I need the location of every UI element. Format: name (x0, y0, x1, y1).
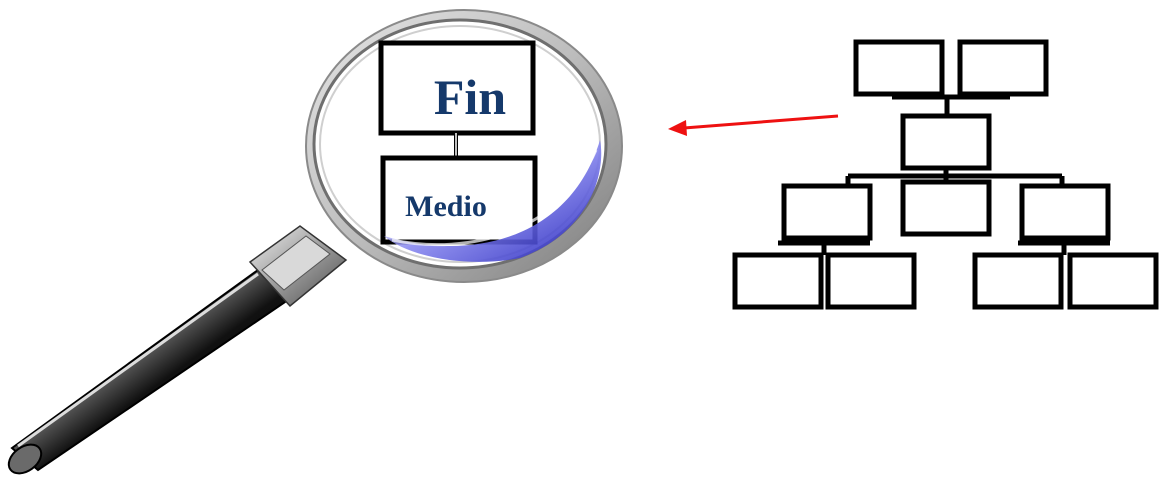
lens-label-bottom: Medio (405, 190, 487, 223)
pointer-arrow (668, 114, 839, 136)
org-box (900, 179, 992, 237)
org-box (1019, 183, 1111, 241)
org-box (1067, 252, 1159, 310)
org-box (781, 183, 873, 241)
lens-box-bottom: Medio (380, 155, 538, 245)
magnifier-handle (7, 225, 348, 475)
magnifying-glass-icon: Fin Medio (7, 9, 623, 475)
org-box (732, 252, 824, 310)
org-box (825, 252, 917, 310)
org-box (972, 252, 1064, 310)
org-box (900, 113, 992, 171)
hierarchy-connectors (778, 94, 1110, 255)
lens-shine (384, 140, 602, 262)
hierarchy-diagram (732, 39, 1159, 310)
org-box (853, 39, 945, 97)
org-box (957, 39, 1049, 97)
lens-label-top: Fin (434, 69, 506, 125)
lens-box-top: Fin (378, 40, 536, 136)
